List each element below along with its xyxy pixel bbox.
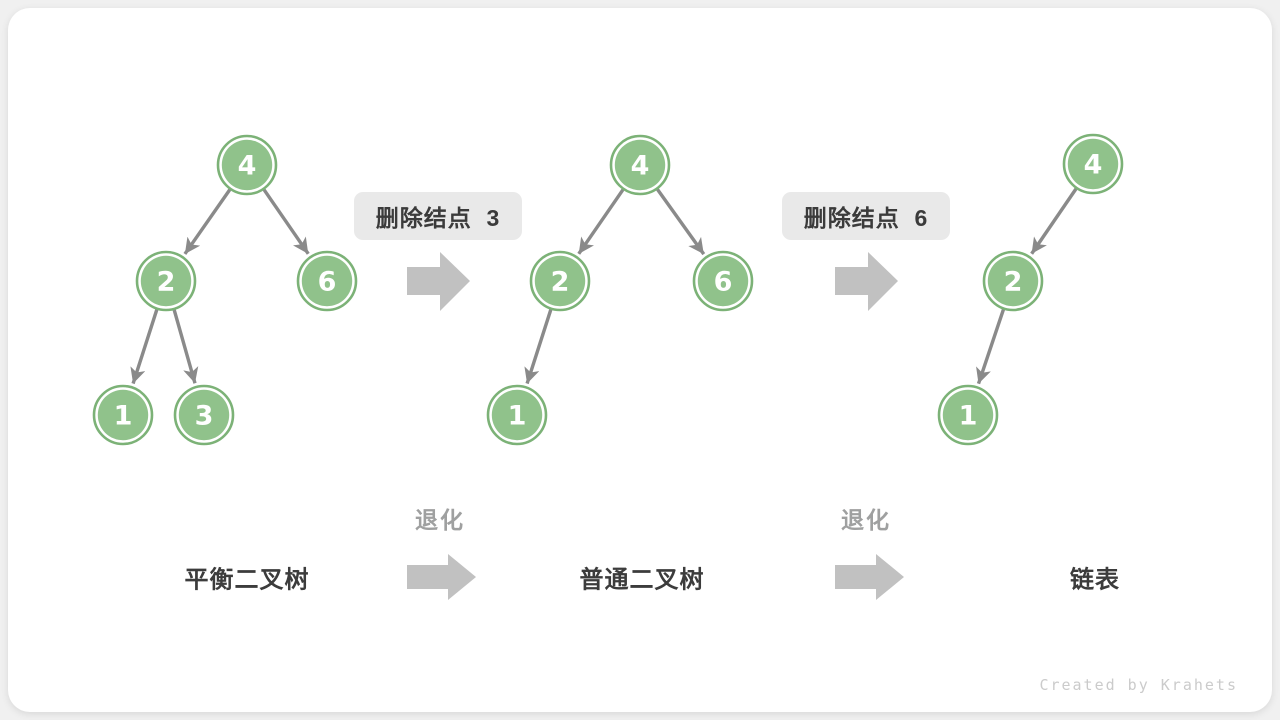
caption-ordinary-binary-tree: 普通二叉树	[579, 566, 705, 594]
tree-node-value: 4	[631, 151, 650, 182]
tree-node: 6	[296, 250, 358, 312]
degrade-label-1: 退化	[415, 507, 465, 533]
tree-edge	[130, 309, 159, 385]
tree-edge	[524, 309, 553, 385]
tree-node: 2	[135, 250, 197, 312]
tree-node: 3	[173, 384, 235, 446]
block-arrow-delete-1	[407, 252, 470, 311]
tree-edge	[976, 308, 1006, 385]
block-arrow-degrade-2	[835, 554, 904, 600]
tree-edge	[262, 188, 310, 255]
tree-node-value: 1	[508, 401, 527, 432]
tree-node: 1	[937, 384, 999, 446]
tree-node: 1	[92, 384, 154, 446]
watermark-credit: Created by Krahets	[1039, 676, 1238, 694]
block-arrow-delete-2	[835, 252, 898, 311]
tree-node-value: 2	[157, 267, 176, 298]
tree-node: 6	[692, 250, 754, 312]
tree-edge	[183, 188, 232, 255]
tree-node: 2	[982, 250, 1044, 312]
tree-node: 2	[529, 250, 591, 312]
diagram-card	[8, 8, 1272, 712]
tree-node-value: 2	[551, 267, 570, 298]
delete-node-3-label: 删除结点 3	[354, 192, 522, 240]
caption-linked-list: 链表	[1070, 566, 1120, 594]
tree-node: 1	[486, 384, 548, 446]
tree-node-value: 4	[238, 151, 257, 182]
tree-node-value: 6	[318, 267, 337, 298]
tree-node: 4	[609, 134, 671, 196]
tree-node-value: 1	[114, 401, 133, 432]
block-arrow-degrade-1	[407, 554, 476, 600]
degrade-label-2: 退化	[841, 507, 891, 533]
tree-edges	[130, 187, 1078, 385]
caption-balanced-binary-tree: 平衡二叉树	[184, 566, 310, 594]
tree-edge	[172, 309, 199, 384]
tree-edge	[577, 188, 625, 255]
tree-node: 4	[216, 134, 278, 196]
tree-node-value: 6	[714, 267, 733, 298]
block-arrows	[407, 252, 904, 600]
tree-edge	[1030, 187, 1078, 255]
tree-node-value: 4	[1084, 150, 1103, 181]
tree-node-value: 2	[1004, 267, 1023, 298]
tree-node-value: 3	[195, 401, 214, 432]
tree-nodes: 4 2 6 1 3 4 2 6 1 4 2 1	[92, 133, 1124, 446]
tree-node: 4	[1062, 133, 1124, 195]
tree-edge	[656, 188, 706, 256]
delete-node-6-label: 删除结点 6	[782, 192, 950, 240]
tree-node-value: 1	[959, 401, 978, 432]
